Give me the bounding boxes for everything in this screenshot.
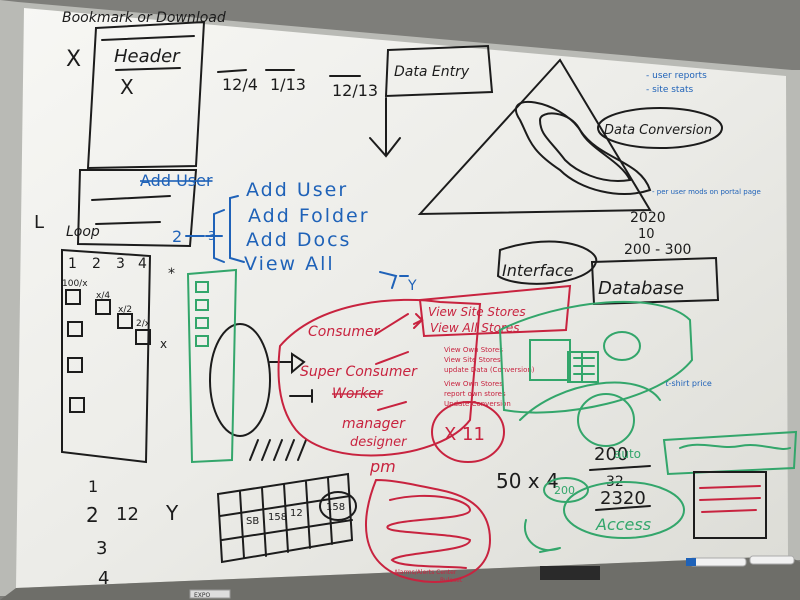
grid-x: x [160, 337, 167, 351]
triangle [417, 58, 652, 216]
access-label: Access [595, 515, 651, 534]
note-tshirt-price: - t-shirt price [660, 379, 712, 388]
view-all-stores: View All Stores [430, 321, 519, 335]
circled-x11 [431, 401, 505, 463]
bl-digit-2: 2 [86, 503, 99, 527]
green-banner [662, 430, 798, 476]
pm-label: pm [369, 457, 396, 476]
small-note-4: View Own Stores [444, 380, 503, 388]
calc-200: 200 [594, 444, 628, 465]
grid-frac-3: x/2 [118, 305, 132, 315]
view-stores-box [418, 284, 572, 338]
data-entry-box [384, 44, 494, 98]
bl-digit-3: 3 [96, 538, 107, 559]
bl-digit-4: 4 [98, 568, 109, 589]
green-mockup-outline [498, 300, 694, 414]
header-x: X [120, 75, 134, 99]
access-ellipse [563, 481, 685, 539]
interface-label: Interface [502, 261, 574, 280]
left-column-box [61, 248, 152, 464]
pm-small-note-2: Ruleset [440, 577, 463, 584]
mini-screen [693, 471, 767, 539]
table-cell-sb: SB [246, 516, 259, 527]
view-site-stores: View Site Stores [428, 305, 526, 319]
grid-col-4: 4 [138, 256, 147, 272]
action-add-folder: Add Folder [248, 205, 370, 227]
calc-auto: auto [614, 447, 641, 461]
num-range: 200 - 300 [624, 242, 691, 258]
small-note-3: update Data (Conversion) [444, 366, 535, 374]
grid-col-3: 3 [116, 256, 125, 272]
fraction-2: 1/13 [270, 75, 306, 94]
roles-shape [277, 298, 482, 457]
bl-num-12: 12 [116, 504, 139, 525]
data-conversion-label: Data Conversion [604, 123, 712, 138]
small-note-6: Update Conversion [444, 400, 511, 408]
note-user-reports: - user reports [646, 71, 707, 81]
circled-x11-label: X 11 [444, 424, 485, 445]
calc-2320: 2320 [600, 488, 646, 509]
fraction-1: 12/4 [222, 75, 258, 94]
actions-y: Y [407, 278, 417, 294]
database-box [590, 256, 720, 306]
grid-frac-2: x/4 [96, 291, 110, 301]
grid-star: * [168, 266, 175, 282]
actions-num-3: 3 [208, 229, 216, 243]
small-note-1: View Own Stores [444, 346, 503, 354]
green-column [186, 268, 238, 464]
grid-frac-4: 2/x [136, 319, 151, 329]
role-consumer: Consumer [308, 324, 381, 340]
header-label: Header [114, 46, 181, 67]
marker-blue [689, 557, 747, 567]
bookmark-title: Bookmark or Download [62, 10, 226, 26]
action-add-user: Add User [246, 179, 348, 201]
calc-50x4: 50 x 4 [496, 469, 559, 493]
role-super-consumer: Super Consumer [300, 364, 418, 380]
table-circled: 158 [326, 502, 345, 513]
pm-small-note: Alarms/Alerts Center [394, 569, 457, 576]
header-box [86, 20, 206, 170]
table-cell-158: 158 [268, 512, 287, 523]
action-add-docs: Add Docs [246, 229, 351, 251]
marker-label: EXPO [194, 592, 211, 599]
bottom-table [216, 472, 354, 564]
eraser [540, 566, 600, 580]
fraction-3: 12/13 [332, 81, 378, 100]
table-cell-12: 12 [290, 508, 303, 519]
actions-scratch: Add User [140, 171, 213, 190]
marker-green [189, 589, 231, 599]
role-worker: Worker [332, 386, 384, 402]
num-10: 10 [638, 227, 655, 242]
role-designer: designer [350, 435, 408, 450]
grid-col-2: 2 [92, 256, 101, 272]
role-manager: manager [342, 416, 406, 432]
icon-oval [209, 323, 271, 437]
pm-scribble-outline [365, 478, 492, 583]
bl-y: Y [165, 501, 179, 525]
marker-black [749, 555, 795, 565]
actions-num-2: 2 [172, 227, 182, 246]
loop-box [76, 169, 198, 248]
note-site-stats: - site stats [646, 85, 693, 95]
action-view-all: View All [244, 253, 335, 275]
note-per-user-mods: - per user mods on portal page [652, 188, 761, 196]
calc-circled-200: 200 [554, 484, 575, 497]
small-note-5: report own stores [444, 390, 506, 398]
grid-frac-1: 100/x [62, 279, 88, 289]
loop-label: Loop [66, 224, 100, 240]
data-entry-label: Data Entry [394, 64, 470, 80]
data-conversion-ellipse [597, 107, 723, 149]
num-2020: 2020 [630, 210, 666, 226]
x-mark: X [66, 47, 81, 72]
l-label: L [34, 212, 44, 233]
database-label: Database [598, 278, 684, 299]
grid-col-1: 1 [68, 256, 77, 272]
bl-digit-1: 1 [88, 477, 98, 496]
small-note-2: View Site Stores [444, 356, 501, 364]
